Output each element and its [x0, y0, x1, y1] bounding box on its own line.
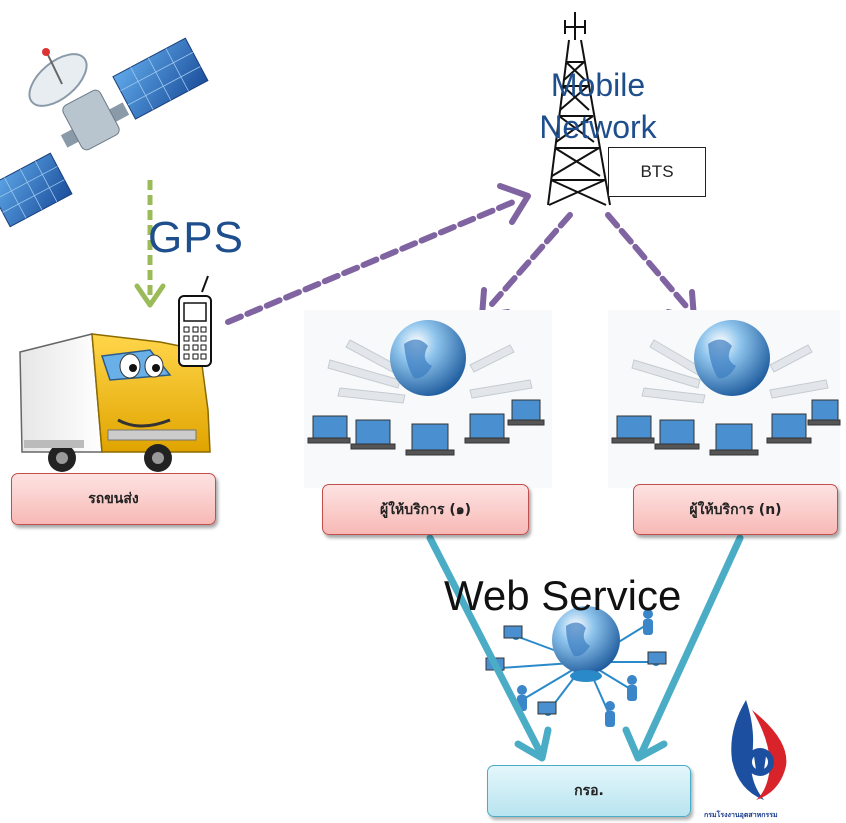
provider-n-box-label: ผู้ให้บริการ (n): [689, 501, 782, 518]
mobile-network-label-line2: Network: [539, 109, 657, 145]
provider-n-network-icon: [608, 310, 841, 488]
mobile-phone-icon: [178, 275, 212, 367]
bts-label: BTS: [640, 162, 674, 181]
department-box: กรอ.: [487, 765, 691, 817]
provider-n-box: ผู้ให้บริการ (n): [633, 484, 838, 535]
network-arrows: [225, 183, 697, 325]
truck-box-label: รถขนส่ง: [88, 491, 139, 507]
web-service-arrows: [426, 534, 744, 762]
bts-box: BTS: [608, 147, 706, 197]
gps-label: GPS: [148, 213, 244, 262]
department-box-label: กรอ.: [574, 783, 604, 799]
gps-arrow: [134, 180, 166, 308]
provider-1-box-label: ผู้ให้บริการ (๑): [379, 501, 472, 518]
satellite-icon: [0, 37, 209, 228]
mobile-network-label: Mobile Network: [528, 64, 668, 148]
cell-tower-icon: [547, 12, 611, 206]
logo-caption: กรมโรงงานอุตสาหกรรม: [704, 811, 778, 819]
provider-1-network-icon: [304, 310, 552, 488]
web-service-hub-icon: [485, 606, 667, 727]
web-service-label: Web Service: [444, 572, 682, 619]
mobile-network-label-line1: Mobile: [550, 67, 646, 103]
truck-box: รถขนส่ง: [11, 473, 216, 525]
provider-1-box: ผู้ให้บริการ (๑): [322, 484, 529, 535]
department-logo: [731, 700, 787, 800]
